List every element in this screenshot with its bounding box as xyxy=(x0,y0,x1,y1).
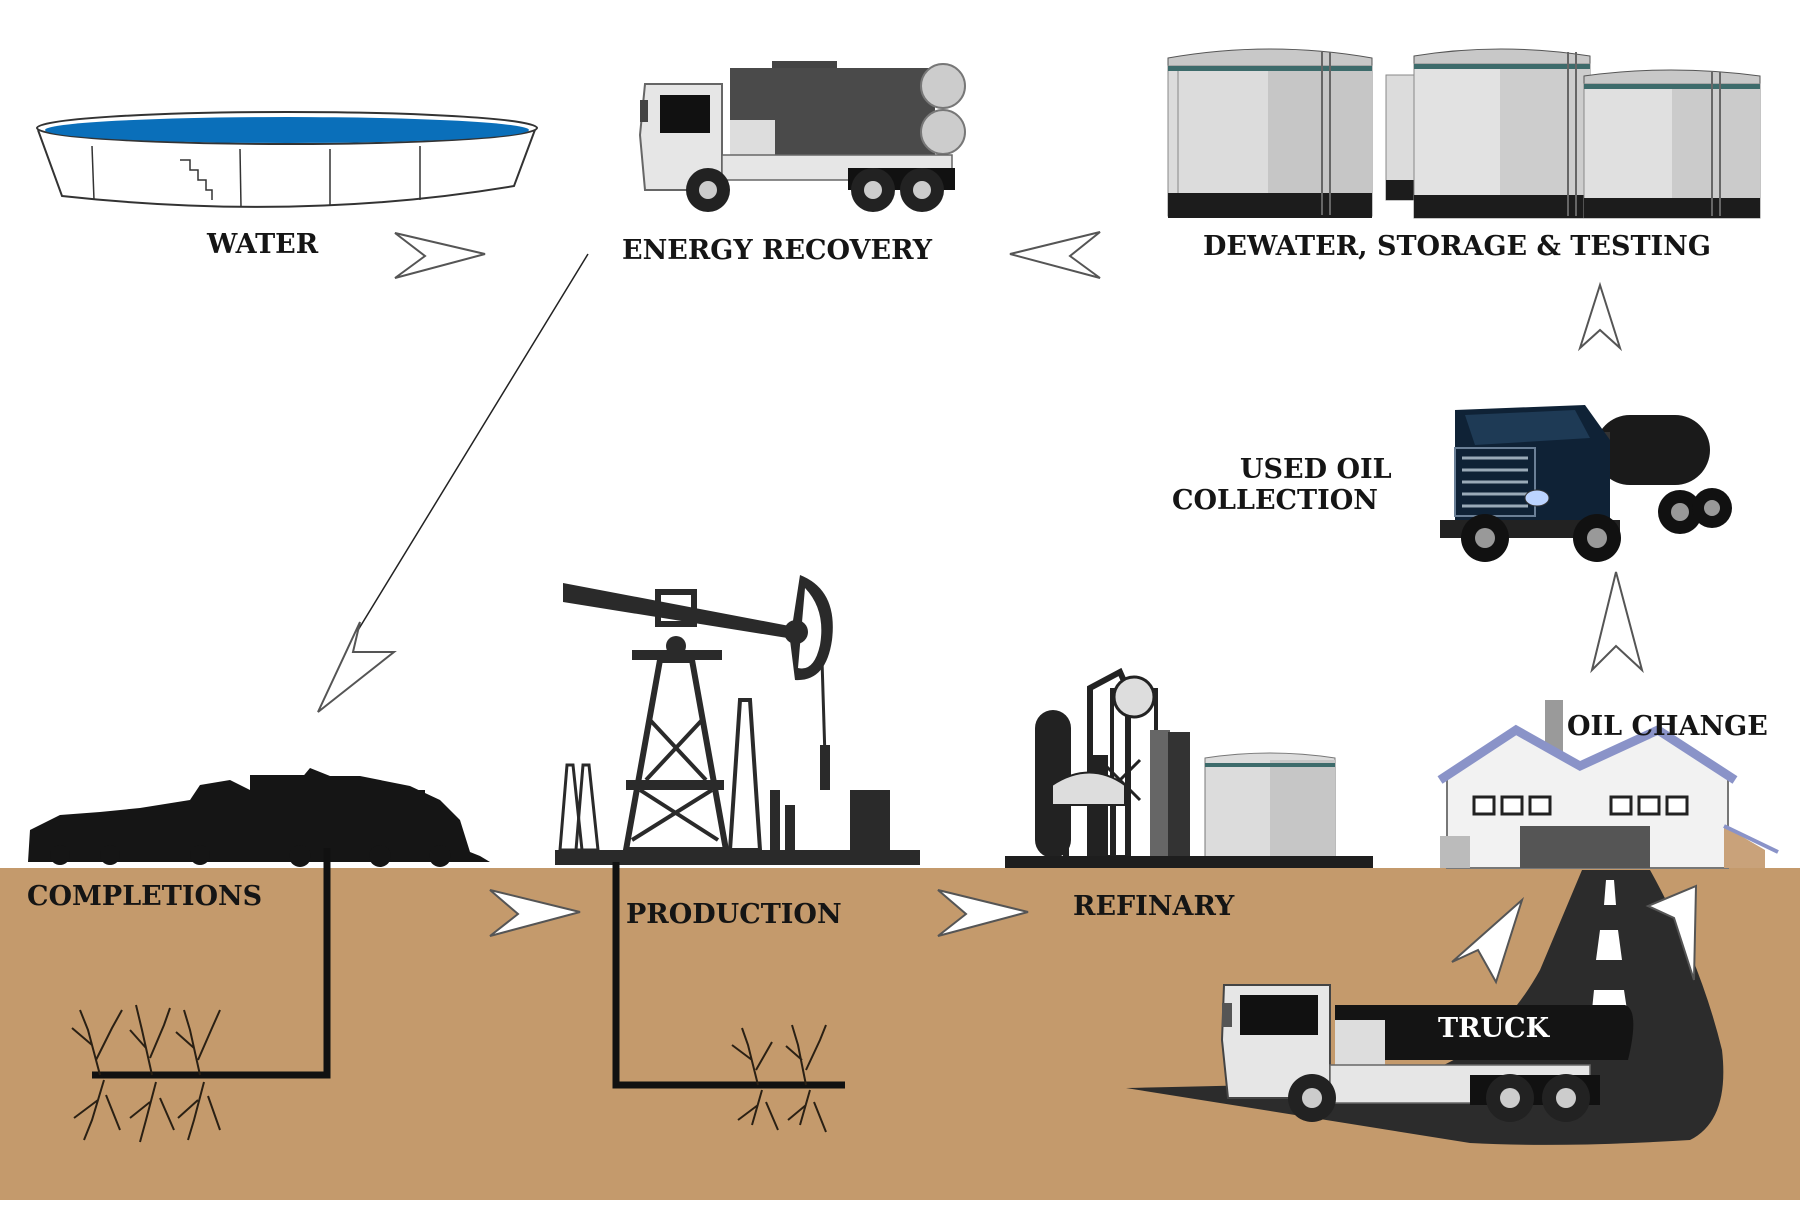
label-truck: TRUCK xyxy=(1438,1013,1550,1044)
tank-truck-icon xyxy=(1220,984,1634,1122)
production-wellbore xyxy=(612,862,845,1089)
vacuum-truck-icon xyxy=(638,61,966,212)
arrow-right-icon xyxy=(937,889,1029,937)
label-energy-recovery: ENERGY RECOVERY xyxy=(622,235,932,266)
arrow-right-icon xyxy=(489,889,581,937)
service-building-icon xyxy=(1437,700,1779,869)
frac-fleet-icon xyxy=(28,768,490,867)
fracture-icon xyxy=(71,1004,827,1143)
arrow-up-icon xyxy=(1590,571,1644,674)
label-used-oil-line1: USED OIL xyxy=(1240,454,1392,485)
flow-arrows xyxy=(317,231,1698,985)
arrow-down-right-icon xyxy=(1645,884,1698,981)
arrow-up-right-icon xyxy=(1451,896,1525,985)
refinery-icon xyxy=(1005,667,1373,868)
label-production: PRODUCTION xyxy=(626,899,842,930)
completions-wellbore xyxy=(92,848,331,1079)
label-oil-change: OIL CHANGE xyxy=(1567,711,1768,742)
label-used-oil-line2: COLLECTION xyxy=(1172,485,1378,516)
label-water: WATER xyxy=(207,229,319,260)
storage-tanks-icon xyxy=(1167,48,1761,219)
pumpjack-rig-icon xyxy=(555,575,920,865)
arrow-down-left-icon xyxy=(317,621,397,713)
tanker-truck-icon xyxy=(1440,405,1732,562)
arrow-up-icon xyxy=(1577,281,1623,352)
arrow-right-icon xyxy=(394,232,486,279)
arrow-left-icon xyxy=(1009,231,1101,279)
water-tank-icon xyxy=(36,111,538,208)
label-dewater-storage-testing: DEWATER, STORAGE & TESTING xyxy=(1203,231,1711,262)
connector-line xyxy=(351,253,589,641)
label-completions: COMPLETIONS xyxy=(27,881,263,912)
label-refinary: REFINARY xyxy=(1073,891,1235,922)
